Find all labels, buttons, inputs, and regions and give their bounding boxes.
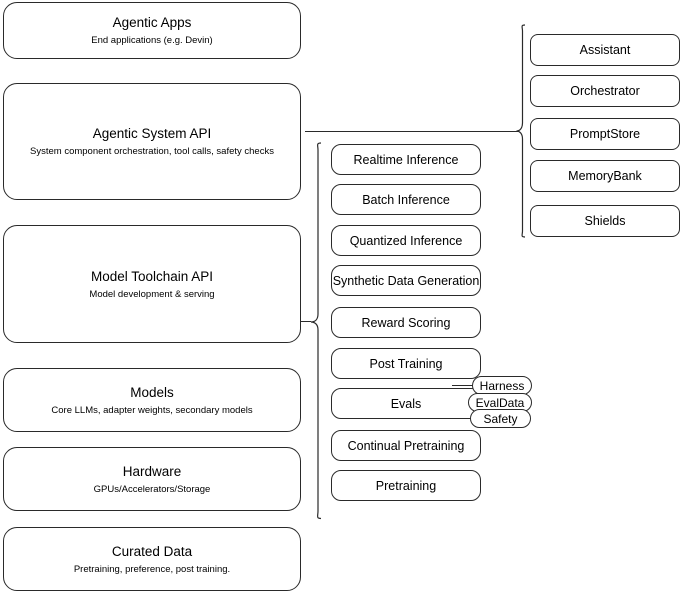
component-label: Orchestrator <box>570 84 640 98</box>
eval-tag-label: EvalData <box>475 395 525 410</box>
layer-subtitle: Model development & serving <box>89 288 215 300</box>
component-label: MemoryBank <box>568 169 642 183</box>
layer-subtitle: Pretraining, preference, post training. <box>73 563 231 575</box>
layer-agentic-apps[interactable]: Agentic Apps End applications (e.g. Devi… <box>3 2 301 59</box>
eval-tag-evaldata[interactable]: EvalData <box>468 393 532 412</box>
component-promptstore[interactable]: PromptStore <box>530 118 680 150</box>
layer-hardware[interactable]: Hardware GPUs/Accelerators/Storage <box>3 447 301 511</box>
capability-label: Evals <box>390 396 422 411</box>
eval-tag-label: Safety <box>483 411 518 426</box>
eval-tag-safety[interactable]: Safety <box>470 409 531 428</box>
brace-middle <box>310 142 322 520</box>
layer-subtitle: GPUs/Accelerators/Storage <box>93 483 211 495</box>
component-label: Shields <box>584 214 626 228</box>
layer-models[interactable]: Models Core LLMs, adapter weights, secon… <box>3 368 301 432</box>
connector-evals-harness <box>452 385 476 386</box>
capability-label: Synthetic Data Generation <box>332 273 480 288</box>
brace-right <box>516 24 526 238</box>
capability-label: Realtime Inference <box>353 152 459 167</box>
layer-title: Curated Data <box>111 543 193 559</box>
capability-realtime-inference[interactable]: Realtime Inference <box>331 144 481 175</box>
layer-subtitle: Core LLMs, adapter weights, secondary mo… <box>51 404 253 416</box>
capability-label: Pretraining <box>375 478 437 493</box>
capability-pretraining[interactable]: Pretraining <box>331 470 481 501</box>
capability-evals[interactable]: Evals <box>331 388 481 419</box>
layer-subtitle: System component orchestration, tool cal… <box>30 146 274 157</box>
capability-quantized-inference[interactable]: Quantized Inference <box>331 225 481 256</box>
component-shields[interactable]: Shields <box>530 205 680 237</box>
eval-tag-label: Harness <box>479 378 525 393</box>
layer-agentic-system-api[interactable]: Agentic System API System component orch… <box>3 83 301 200</box>
capability-post-training[interactable]: Post Training <box>331 348 481 379</box>
layer-title: Hardware <box>122 463 182 479</box>
layer-title: Agentic Apps <box>112 15 192 30</box>
layer-title: Models <box>130 384 174 400</box>
component-assistant[interactable]: Assistant <box>530 34 680 66</box>
component-orchestrator[interactable]: Orchestrator <box>530 75 680 107</box>
layer-model-toolchain-api[interactable]: Model Toolchain API Model development & … <box>3 225 301 343</box>
capability-reward-scoring[interactable]: Reward Scoring <box>331 307 481 338</box>
capability-synthetic-data-generation[interactable]: Synthetic Data Generation <box>331 265 481 296</box>
capability-label: Batch Inference <box>362 192 450 207</box>
layer-title: Model Toolchain API <box>90 268 214 284</box>
component-memorybank[interactable]: MemoryBank <box>530 160 680 192</box>
capability-label: Reward Scoring <box>361 315 451 330</box>
capability-label: Continual Pretraining <box>347 438 465 453</box>
connector-toolchain-to-capabilities <box>301 321 311 322</box>
layer-title: Agentic System API <box>92 126 212 141</box>
capability-continual-pretraining[interactable]: Continual Pretraining <box>331 430 481 461</box>
component-label: Assistant <box>579 43 631 57</box>
component-label: PromptStore <box>569 127 641 141</box>
eval-tag-harness[interactable]: Harness <box>472 376 532 395</box>
layer-curated-data[interactable]: Curated Data Pretraining, preference, po… <box>3 527 301 591</box>
layer-subtitle: End applications (e.g. Devin) <box>91 35 213 46</box>
capability-label: Post Training <box>369 356 443 371</box>
capability-batch-inference[interactable]: Batch Inference <box>331 184 481 215</box>
capability-label: Quantized Inference <box>349 233 463 248</box>
connector-agentic-system-to-components <box>305 131 519 132</box>
